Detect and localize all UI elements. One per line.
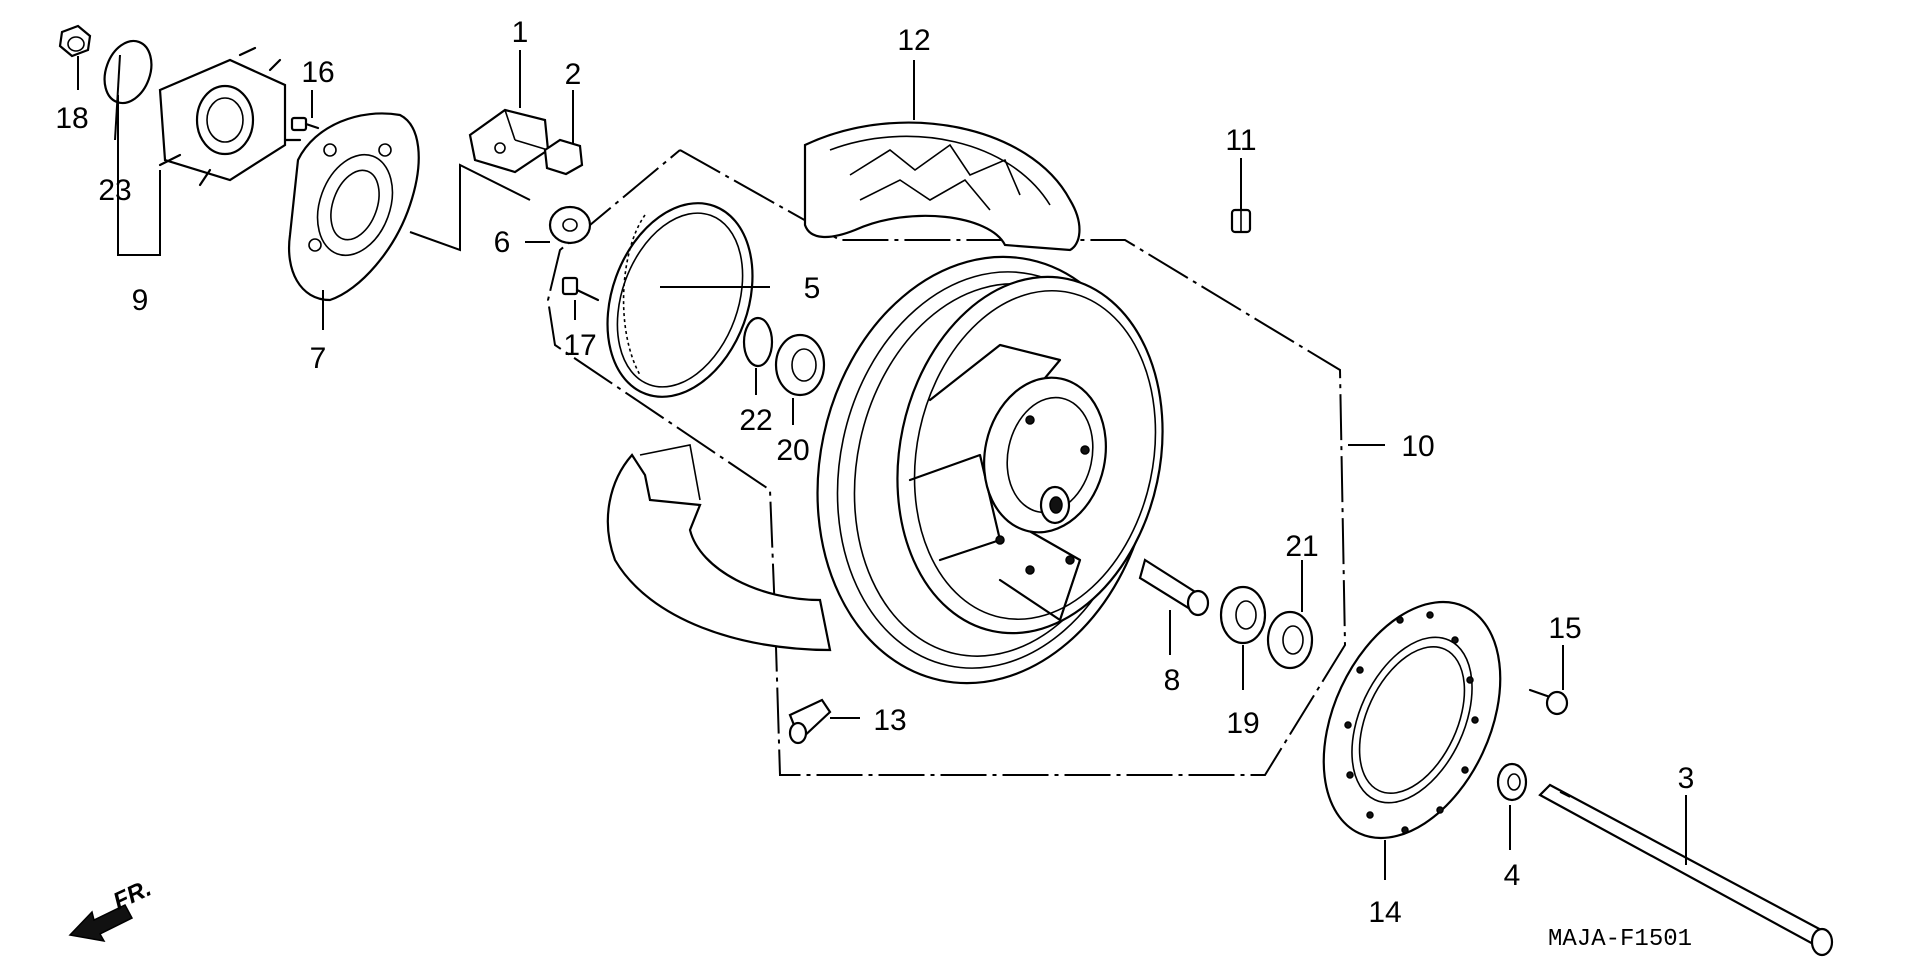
sprocket — [287, 112, 420, 302]
label-part-21: 21 — [1285, 530, 1318, 563]
bolt-16 — [290, 116, 320, 132]
label-part-16: 16 — [301, 56, 334, 89]
label-part-2: 2 — [565, 58, 582, 91]
clip — [1230, 208, 1252, 234]
distance-collar — [1138, 558, 1210, 617]
bolt-17 — [561, 276, 600, 302]
label-part-23: 23 — [98, 174, 131, 207]
label-part-15: 15 — [1548, 612, 1581, 645]
washer — [548, 205, 592, 245]
front-direction-arrow — [68, 904, 134, 943]
label-part-19: 19 — [1226, 707, 1259, 740]
driven-flange — [158, 46, 302, 187]
label-part-9: 9 — [132, 284, 149, 317]
label-part-17: 17 — [563, 329, 596, 362]
diagram-code: MAJA-F1501 — [1548, 926, 1692, 953]
o-ring — [103, 39, 153, 105]
flange-nut — [58, 24, 92, 58]
chain-adjuster — [468, 108, 550, 174]
collar — [543, 138, 584, 176]
rear-axle — [1538, 783, 1834, 957]
tire — [803, 121, 1081, 252]
label-part-22: 22 — [739, 404, 772, 437]
label-part-1: 1 — [512, 16, 529, 49]
tire-valve — [788, 698, 832, 745]
label-part-8: 8 — [1164, 664, 1181, 697]
label-part-7: 7 — [310, 342, 327, 375]
bearing-20 — [774, 333, 826, 397]
assembly-boundary — [546, 149, 1347, 776]
dust-seal — [1266, 610, 1314, 670]
bearing-19 — [1219, 585, 1267, 645]
tire-lower-half — [606, 444, 832, 652]
snap-ring — [742, 316, 774, 368]
side-collar — [1496, 762, 1528, 802]
label-part-6: 6 — [494, 226, 511, 259]
label-part-3: 3 — [1678, 762, 1695, 795]
brake-disc — [1322, 600, 1502, 840]
label-part-10: 10 — [1401, 430, 1434, 463]
label-part-13: 13 — [873, 704, 906, 737]
damper-ring — [606, 202, 754, 398]
disc-bolt — [1528, 688, 1569, 716]
label-part-4: 4 — [1504, 859, 1521, 892]
label-part-20: 20 — [776, 434, 809, 467]
wheel-rim — [816, 255, 1164, 685]
leader-lines — [77, 50, 1687, 880]
label-part-12: 12 — [897, 24, 930, 57]
label-part-5: 5 — [804, 272, 821, 305]
label-part-11: 11 — [1225, 124, 1256, 157]
label-part-18: 18 — [55, 102, 88, 135]
label-part-14: 14 — [1368, 896, 1401, 929]
